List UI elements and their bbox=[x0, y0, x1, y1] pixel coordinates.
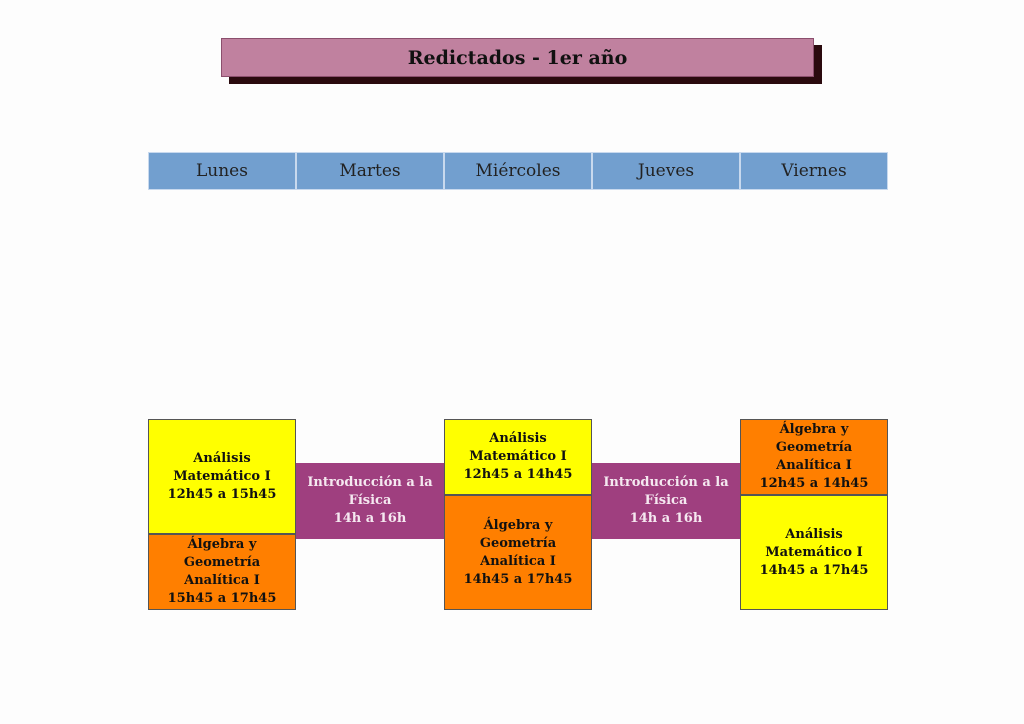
block-time: 12h45 a 14h45 bbox=[759, 476, 869, 491]
class-block-miercoles-algebra: Álgebra y Geometría Analítica I 14h45 a … bbox=[444, 495, 592, 610]
block-line: Análisis bbox=[785, 526, 843, 542]
block-line: Introducción a la bbox=[307, 475, 433, 490]
block-line: Introducción a la bbox=[603, 475, 729, 490]
block-line: Álgebra y bbox=[187, 537, 257, 552]
block-time: 14h a 16h bbox=[629, 511, 703, 526]
class-block-lunes-analisis: Análisis Matemático I 12h45 a 15h45 bbox=[148, 419, 296, 534]
block-line: Analítica I bbox=[184, 573, 260, 588]
block-line: Matemático I bbox=[765, 544, 863, 560]
block-line: Física bbox=[644, 493, 688, 508]
day-header-lunes: Lunes bbox=[148, 152, 296, 190]
block-time: 12h45 a 15h45 bbox=[167, 486, 277, 502]
block-line: Álgebra y bbox=[483, 517, 553, 533]
block-line: Análisis bbox=[193, 450, 251, 466]
block-line: Álgebra y bbox=[779, 422, 849, 437]
block-time: 12h45 a 14h45 bbox=[463, 467, 573, 482]
class-block-martes-fisica: Introducción a la Física 14h a 16h bbox=[296, 463, 444, 539]
block-line: Geometría bbox=[183, 555, 261, 570]
block-line: Geometría bbox=[775, 440, 853, 455]
day-header-row: Lunes Martes Miércoles Jueves Viernes bbox=[148, 152, 888, 190]
day-header-miercoles: Miércoles bbox=[444, 152, 592, 190]
class-block-viernes-analisis: Análisis Matemático I 14h45 a 17h45 bbox=[740, 495, 888, 610]
block-line: Matemático I bbox=[173, 468, 271, 484]
block-line: Analítica I bbox=[776, 458, 852, 473]
block-line: Matemático I bbox=[469, 449, 567, 464]
page-title: Redictados - 1er año bbox=[221, 38, 814, 77]
day-header-viernes: Viernes bbox=[740, 152, 888, 190]
class-block-miercoles-analisis: Análisis Matemático I 12h45 a 14h45 bbox=[444, 419, 592, 495]
block-line: Análisis bbox=[489, 431, 547, 446]
block-line: Analítica I bbox=[480, 553, 556, 569]
day-header-martes: Martes bbox=[296, 152, 444, 190]
block-time: 14h a 16h bbox=[333, 511, 407, 526]
class-block-lunes-algebra: Álgebra y Geometría Analítica I 15h45 a … bbox=[148, 534, 296, 610]
block-time: 14h45 a 17h45 bbox=[463, 571, 573, 587]
block-line: Física bbox=[348, 493, 392, 508]
block-time: 14h45 a 17h45 bbox=[759, 562, 869, 578]
day-header-jueves: Jueves bbox=[592, 152, 740, 190]
block-line: Geometría bbox=[479, 535, 557, 551]
class-block-viernes-algebra: Álgebra y Geometría Analítica I 12h45 a … bbox=[740, 419, 888, 495]
block-time: 15h45 a 17h45 bbox=[167, 591, 277, 606]
class-block-jueves-fisica: Introducción a la Física 14h a 16h bbox=[592, 463, 740, 539]
